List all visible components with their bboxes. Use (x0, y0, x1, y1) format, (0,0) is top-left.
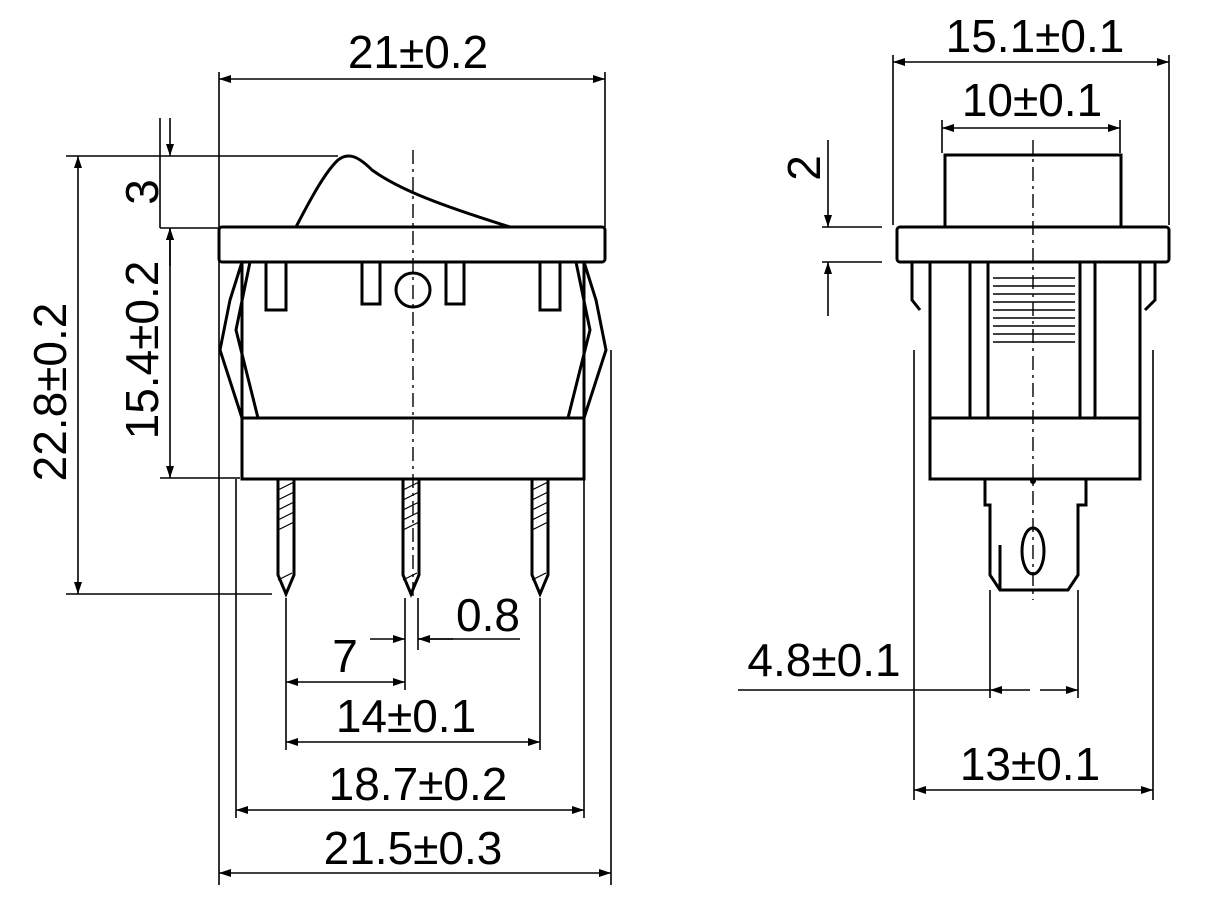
side-terminal (983, 479, 1088, 592)
left-snap-clip (218, 261, 244, 419)
front-rocker-height-label: 3 (116, 179, 168, 205)
side-base-width-label: 13±0.1 (960, 738, 1100, 790)
side-terminal-width-label: 4.8±0.1 (747, 634, 900, 686)
side-rocker-width-label: 10±0.1 (962, 74, 1102, 126)
pin-right (530, 479, 550, 598)
side-base (928, 416, 1142, 481)
right-snap-clip (582, 261, 608, 419)
front-view: 21±0.2 3 15.4±0.2 22.8±0.2 0.8 7 14±0.1 … (24, 26, 612, 885)
side-view: 15.1±0.1 10±0.1 2 4.8±0.1 13±0.1 (738, 10, 1171, 800)
front-body-height-label: 15.4±0.2 (116, 261, 168, 440)
side-rocker (943, 153, 1123, 229)
side-overall-width-label: 15.1±0.1 (946, 10, 1125, 62)
front-base-width-label: 18.7±0.2 (329, 758, 508, 810)
pin-center (401, 479, 421, 598)
front-total-height-label: 22.8±0.2 (24, 303, 76, 482)
front-pin-width-label: 0.8 (456, 589, 520, 641)
front-outer-pin-span-label: 14±0.1 (336, 690, 476, 742)
front-overall-width-label: 21±0.2 (348, 26, 488, 78)
top-flange (217, 225, 607, 264)
rocker-actuator (293, 154, 511, 229)
side-flange-thickness-label: 2 (778, 155, 830, 181)
front-pin-pitch-label: 7 (332, 630, 358, 682)
front-flange-span-label: 21.5±0.3 (324, 822, 503, 874)
pin-left (276, 479, 296, 598)
